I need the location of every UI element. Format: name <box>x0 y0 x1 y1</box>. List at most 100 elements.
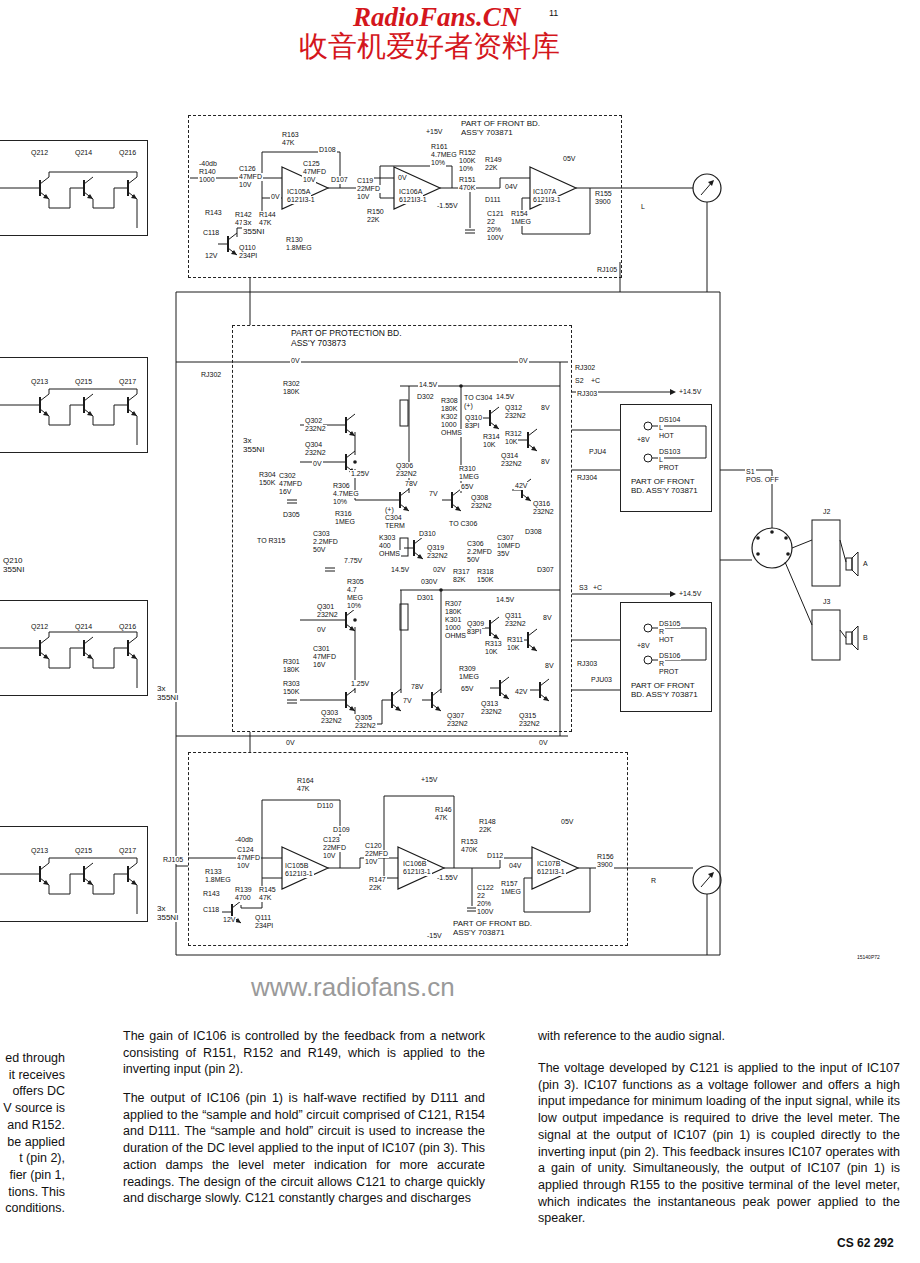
part-label: 7V <box>428 490 439 498</box>
part-label: R <box>658 628 665 636</box>
wire <box>128 177 137 184</box>
part-label: R304 <box>258 471 277 479</box>
transistor-block: Q212Q214Q216 <box>0 140 148 236</box>
part-label: 47K <box>434 814 448 822</box>
wire <box>392 704 401 711</box>
part-label: C120 <box>364 842 383 850</box>
part-label: 47K <box>258 219 272 227</box>
wire <box>0 648 30 649</box>
lamp-symbol <box>644 624 652 632</box>
wire <box>137 416 138 445</box>
part-label: 50V <box>466 556 480 564</box>
part-label: +14.5V <box>678 590 702 598</box>
part-label: R150 <box>366 208 385 216</box>
transistor-block: Q213Q215Q217 <box>0 357 148 453</box>
part-label: (+) <box>463 402 474 410</box>
part-label: 8V <box>544 662 555 670</box>
wire <box>40 878 49 885</box>
transistor-symbol <box>83 866 85 882</box>
part-label: 232N2 <box>504 620 527 628</box>
wire <box>262 152 340 198</box>
part-label: 1.8MEG <box>204 876 232 884</box>
part-label: IC107A <box>532 188 557 196</box>
wire <box>490 617 499 624</box>
transistor-symbol <box>227 236 229 252</box>
wire <box>336 700 346 701</box>
part-label: R139 <box>234 886 253 894</box>
transistor-arrow <box>87 654 93 659</box>
wire <box>176 292 720 293</box>
speaker-symbol <box>846 632 852 644</box>
watermark: RadioFans.CN <box>352 2 521 32</box>
document-code: CS 62 292 <box>836 1236 895 1250</box>
part-label: D307 <box>536 566 555 574</box>
part-label: RJ105 <box>162 856 184 864</box>
transistor-label: Q216 <box>119 623 136 631</box>
wire <box>49 858 137 863</box>
wire <box>49 172 137 177</box>
opamp-symbol <box>530 167 576 209</box>
wire <box>840 630 846 638</box>
part-label: 10V <box>236 862 250 870</box>
part-label: 12V <box>204 252 218 260</box>
part-label: 150K <box>476 576 494 584</box>
body-text: it receives <box>8 1067 66 1084</box>
wire <box>441 590 442 693</box>
wire <box>128 652 137 659</box>
wire <box>518 440 528 441</box>
wire <box>720 560 752 561</box>
wire <box>0 405 30 406</box>
part-label: PJU4 <box>588 448 607 456</box>
part-label: 16V <box>278 488 292 496</box>
part-label: R140 <box>198 168 217 176</box>
wire <box>465 233 475 234</box>
part-label: Q313 <box>480 700 499 708</box>
part-label: D110 <box>316 802 334 810</box>
wire <box>93 405 118 425</box>
transistor-arrow <box>543 696 549 701</box>
relay-coil <box>400 400 408 426</box>
part-label: 100V <box>486 234 504 242</box>
part-label: -40db <box>234 836 254 844</box>
part-label: 6121I3-1 <box>284 870 314 878</box>
part-label: +15V <box>420 776 439 784</box>
wire <box>785 562 812 625</box>
part-label: R317 <box>452 568 471 576</box>
wire <box>390 500 400 501</box>
part-label: 10K <box>504 438 518 446</box>
part-label: 470K <box>460 846 478 854</box>
transistor-label: Q212 <box>31 623 48 631</box>
part-label: B <box>862 634 869 642</box>
transistor-arrow <box>531 446 537 451</box>
wire <box>401 590 402 693</box>
junction-dot <box>459 384 463 388</box>
part-label: D310 <box>418 530 437 538</box>
body-text: offers DC <box>11 1083 66 1100</box>
part-label: 14.5V <box>390 566 410 574</box>
junction-dot <box>786 552 790 556</box>
wire <box>540 679 549 686</box>
part-label: 47MFD <box>312 653 337 661</box>
part-label: 22MFD <box>356 185 381 193</box>
wire <box>346 451 355 458</box>
wire <box>128 409 137 416</box>
part-label: PJU03 <box>590 676 613 684</box>
junction-dot <box>353 460 357 464</box>
board-title: PART OF FRONT BD. ASS'Y 703871 <box>631 477 705 495</box>
part-label: HOT <box>658 636 675 644</box>
part-label: 355NI <box>242 445 265 454</box>
wire <box>188 858 282 859</box>
transistor-symbol <box>127 640 129 656</box>
part-label: 1MEG <box>458 673 480 681</box>
wire <box>432 689 441 696</box>
part-label: 3x <box>242 436 252 445</box>
part-label: 14.5V <box>495 393 515 401</box>
part-label: C303 <box>312 530 331 538</box>
wire <box>128 878 137 885</box>
part-label: R164 <box>296 777 315 785</box>
wire <box>40 192 49 199</box>
wire <box>0 188 30 189</box>
part-label: 14.5V <box>418 381 438 389</box>
part-label: C306 <box>466 540 485 548</box>
part-label: Q305 <box>354 714 373 722</box>
